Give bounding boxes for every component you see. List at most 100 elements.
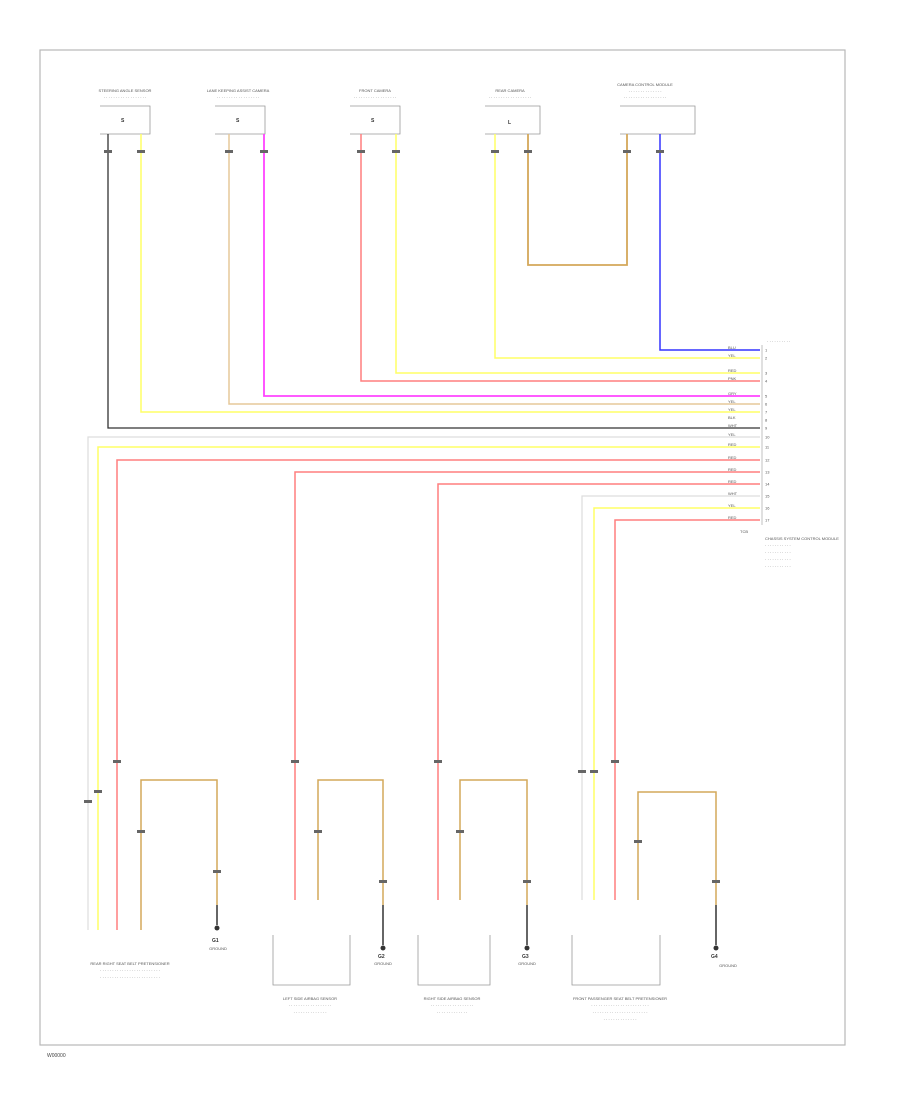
wire-white-1 xyxy=(87,436,760,870)
svg-text:· · · · · · · · · · · · · · ·: · · · · · · · · · · · · · · · · · · xyxy=(289,1003,332,1008)
svg-text:· · · · · · · · · · · · · · ·: · · · · · · · · · · · · · · · · · · · · … xyxy=(591,1003,649,1008)
svg-text:· · · · · · · · · · · · · · ·: · · · · · · · · · · · · · · · · · · xyxy=(489,95,532,100)
module-title: REAR CAMERA xyxy=(495,88,525,93)
wire-red-2 xyxy=(116,459,760,870)
ground-label-3: GROUND xyxy=(518,961,536,966)
connector-pin-wire-label: BLK xyxy=(728,415,736,420)
module-code: S xyxy=(121,118,125,124)
connector-pin-number: 10 xyxy=(765,435,770,440)
module-title: CAMERA CONTROL MODULE xyxy=(617,82,673,87)
connector-pin-wire-label: RED xyxy=(728,442,737,447)
svg-text:· · · · · · · · · · ·: · · · · · · · · · · · xyxy=(765,543,791,548)
ground-label-4: GROUND xyxy=(719,963,737,968)
wire-yellow-5 xyxy=(593,507,760,900)
connector-pin-wire-label: YEL xyxy=(728,399,736,404)
svg-text:· · · · · · · · · · ·: · · · · · · · · · · · xyxy=(765,550,791,555)
connector-pin-number: 16 xyxy=(765,506,770,511)
wire-black-main xyxy=(107,134,760,429)
sensor-block-1: REAR RIGHT SEAT BELT PRETENSIONER · · · … xyxy=(87,779,227,980)
svg-text:· · · · · · · · · · · · · ·: · · · · · · · · · · · · · · xyxy=(293,1010,326,1015)
ground-symbol-2 xyxy=(380,945,386,951)
ground-label-2: GROUND xyxy=(374,961,392,966)
wire-yellow-1 xyxy=(140,134,760,413)
connector-pin-number: 3 xyxy=(765,371,768,376)
svg-text:· · · · · · · · · · · · · · ·: · · · · · · · · · · · · · · · · · · xyxy=(104,95,147,100)
svg-text:· · · · · · · · · · · · · ·: · · · · · · · · · · · · · · xyxy=(628,89,661,94)
connector-pin-number: 8 xyxy=(765,418,768,423)
wire-red-5 xyxy=(614,519,760,900)
module-lane-keeping-camera: LANE KEEPING ASSIST CAMERA · · · · · · ·… xyxy=(207,88,270,135)
module-title: FRONT CAMERA xyxy=(359,88,391,93)
sensor-block-3: RIGHT SIDE AIRBAG SENSOR · · · · · · · ·… xyxy=(417,779,536,1015)
ground-code-4: G4 xyxy=(711,954,718,960)
connector-pin-wire-label: WHT xyxy=(728,491,738,496)
module-code: S xyxy=(371,118,375,124)
ground-label-1: GROUND xyxy=(209,946,227,951)
connector-pin-number: 12 xyxy=(765,458,770,463)
ground-code-3: G3 xyxy=(522,954,529,960)
wire-white-2 xyxy=(581,495,760,900)
sensor-title-1: REAR RIGHT SEAT BELT PRETENSIONER xyxy=(90,961,169,966)
wire-red-4 xyxy=(437,483,760,900)
connector-pin-number: 9 xyxy=(765,426,768,431)
svg-text:· · · · · · · · · ·: · · · · · · · · · · xyxy=(767,339,790,344)
connector-pin-number: 6 xyxy=(765,402,768,407)
ground-code-1: G1 xyxy=(212,938,219,944)
wire-red-1 xyxy=(360,134,760,382)
connector-pin-wire-label: RED xyxy=(728,467,737,472)
sensor-title-3: RIGHT SIDE AIRBAG SENSOR xyxy=(424,996,481,1001)
wire-blue-1 xyxy=(659,134,760,351)
module-camera-control: CAMERA CONTROL MODULE · · · · · · · · · … xyxy=(617,82,696,135)
svg-text:· · · · · · · · · · · · · · ·: · · · · · · · · · · · · · · · · · · · · … xyxy=(100,975,160,980)
svg-text:· · · · · · · · · · · · · · ·: · · · · · · · · · · · · · · · · · · xyxy=(354,95,397,100)
module-code: L xyxy=(508,120,511,126)
connector-pin-wire-label: BLU xyxy=(728,345,736,350)
svg-text:· · · · · · · · · · · · · · ·: · · · · · · · · · · · · · · · · · · xyxy=(217,95,260,100)
module-front-camera: FRONT CAMERA · · · · · · · · · · · · · ·… xyxy=(350,88,401,135)
ground-code-2: G2 xyxy=(378,954,385,960)
connector-pin-number: 7 xyxy=(765,410,768,415)
connector-pin-number: 14 xyxy=(765,482,770,487)
connector-pin-wire-label: YEL xyxy=(728,503,736,508)
connector-pin-number: 13 xyxy=(765,470,770,475)
connector-pin-number: 17 xyxy=(765,518,770,523)
wire-yellow-3 xyxy=(494,134,760,359)
svg-text:· · · · · · · · · · ·: · · · · · · · · · · · xyxy=(765,564,791,569)
connector-pin-wire-label: GRY xyxy=(728,391,737,396)
connector-pin-number: 2 xyxy=(765,356,768,361)
figure-code: W00000 xyxy=(47,1053,66,1059)
connector-pin-number: 5 xyxy=(765,394,768,399)
svg-text:· · · · · · · · · · · · · ·: · · · · · · · · · · · · · · xyxy=(603,1017,636,1022)
connector-pin-wire-label: RED xyxy=(728,455,737,460)
connector-pin-wire-label: YEL xyxy=(728,407,736,412)
wire-tan-loop xyxy=(527,134,628,266)
connector-pin-wire-label: YEL xyxy=(728,432,736,437)
module-title: STEERING ANGLE SENSOR xyxy=(99,88,152,93)
sensor-block-4: FRONT PASSENGER SEAT BELT PRETENSIONER ·… xyxy=(571,791,737,1022)
module-title: LANE KEEPING ASSIST CAMERA xyxy=(207,88,270,93)
connector-pin-number: 1 xyxy=(765,348,768,353)
ground-symbol-1 xyxy=(214,925,220,931)
svg-text:· · · · · · · · · · · · · · ·: · · · · · · · · · · · · · · · · · · · · … xyxy=(592,1010,647,1015)
svg-text:· · · · · · · · · · · · · · ·: · · · · · · · · · · · · · · · · · · xyxy=(431,1003,474,1008)
module-code: S xyxy=(236,118,240,124)
connector-pin-number: 4 xyxy=(765,379,768,384)
connector-pin-wire-label: RED xyxy=(728,515,737,520)
sensor-title-4: FRONT PASSENGER SEAT BELT PRETENSIONER xyxy=(573,996,667,1001)
svg-text:· · · · · · · · · · ·: · · · · · · · · · · · xyxy=(765,557,791,562)
svg-text:· · · · · · · · · · · · ·: · · · · · · · · · · · · · xyxy=(437,1010,468,1015)
connector-pin-wire-label: WHT xyxy=(728,423,738,428)
wire-tan-1 xyxy=(228,134,760,405)
connector-pin-wire-label: PNK xyxy=(728,376,737,381)
module-steering-angle-sensor: STEERING ANGLE SENSOR · · · · · · · · · … xyxy=(99,88,152,135)
connector-footer: TCB xyxy=(740,529,748,534)
connector-pin-wire-label: RED xyxy=(728,479,737,484)
connector-pin-number: 11 xyxy=(765,445,770,450)
diagram-frame xyxy=(39,49,846,1046)
wire-pink-1 xyxy=(263,134,760,397)
ground-symbol-4 xyxy=(713,945,719,951)
wire-yellow-4 xyxy=(97,446,760,870)
ground-symbol-3 xyxy=(524,945,530,951)
